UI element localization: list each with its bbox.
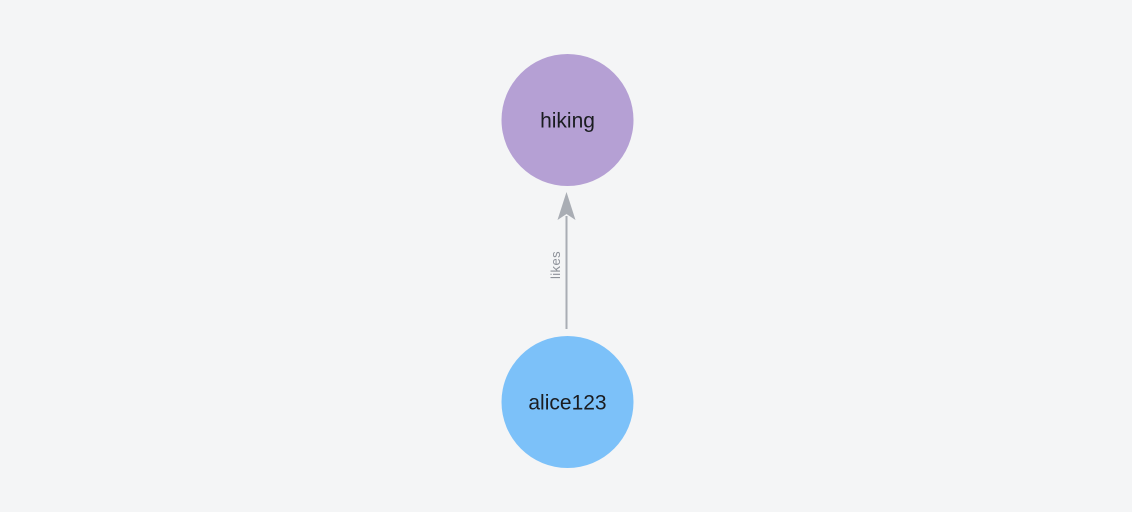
node-hiking[interactable]: hiking: [501, 54, 634, 186]
node-alice123[interactable]: alice123: [501, 336, 634, 468]
node-label-alice123: alice123: [528, 392, 606, 415]
node-circle-alice123[interactable]: [501, 336, 634, 468]
arrowhead-icon: [557, 192, 576, 220]
node-label-hiking: hiking: [540, 110, 595, 133]
edge-label: likes: [548, 251, 563, 279]
node-circle-hiking[interactable]: [501, 54, 634, 186]
edge-likes[interactable]: likes: [548, 192, 576, 329]
